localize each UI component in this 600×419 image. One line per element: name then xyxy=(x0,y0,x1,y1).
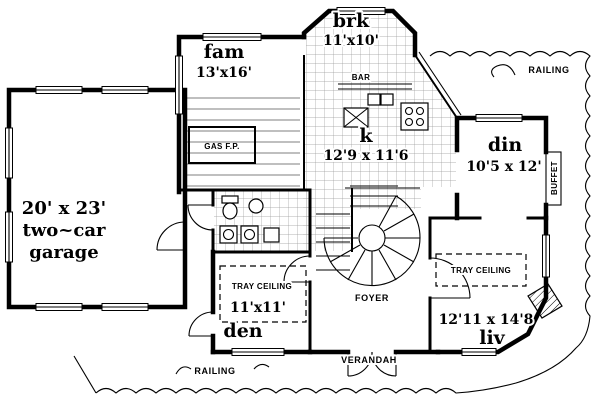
verandah-label: VERANDAH xyxy=(341,355,397,365)
window xyxy=(5,211,13,263)
burner-icon xyxy=(404,117,414,127)
brk-floor xyxy=(306,11,414,55)
stove xyxy=(400,102,429,131)
railing-top-label: RAILING xyxy=(528,65,569,75)
front-door-right-swing xyxy=(371,351,397,377)
kitchen-island xyxy=(343,107,369,128)
burner-icon xyxy=(415,117,425,127)
angled-window-wall-inner xyxy=(418,51,462,116)
room-dims-liv: 12'11 x 14'8 xyxy=(439,312,534,328)
window xyxy=(101,303,149,311)
liv-corner-fireplace xyxy=(527,283,563,319)
room-label-brk: brk xyxy=(333,10,370,32)
angled-window-wall xyxy=(414,54,458,119)
window xyxy=(175,55,183,115)
room-dims-den: 11'x11' xyxy=(230,300,286,316)
garage-door-swing xyxy=(156,221,186,251)
sink-basin-right xyxy=(380,93,394,106)
gas-fireplace xyxy=(188,126,256,164)
tray-ceiling-liv-label: TRAY CEILING xyxy=(451,266,511,275)
liv-arch-swing xyxy=(429,257,471,299)
den-verandah-door-swing xyxy=(188,311,214,337)
room-dims-fam: 13'x16' xyxy=(196,65,252,81)
washer-icon xyxy=(240,225,259,244)
fam-floor-lines xyxy=(183,97,300,187)
sink-basin-left xyxy=(367,93,381,106)
window xyxy=(202,33,262,41)
fam-walls xyxy=(176,34,307,195)
bar-label: BAR xyxy=(352,73,371,82)
bar-counter xyxy=(338,83,412,90)
window xyxy=(336,7,386,15)
buffet-label: BUFFET xyxy=(550,161,559,195)
room-dims-kitchen: 12'9 x 11'6 xyxy=(323,148,408,164)
room-label-din: din xyxy=(488,134,523,156)
burner-icon xyxy=(415,106,425,116)
window xyxy=(475,114,523,122)
window xyxy=(542,234,550,278)
tray-ceiling-den-label: TRAY CEILING xyxy=(232,282,292,291)
toilet-icon xyxy=(222,202,238,220)
front-door-left-swing xyxy=(347,351,373,377)
hall-door-swing xyxy=(187,204,214,231)
buffet-niche xyxy=(545,151,562,206)
window xyxy=(461,348,497,356)
foyer-label: FOYER xyxy=(355,293,389,303)
tray-ceilings xyxy=(219,253,527,323)
garage-walls xyxy=(6,87,188,310)
burner-icon xyxy=(404,106,414,116)
landing-floor xyxy=(353,187,421,209)
liv-tray-ceiling-outline xyxy=(435,253,527,287)
railing-bottom-label: RAILING xyxy=(194,366,235,376)
tiled-floors xyxy=(214,11,456,251)
dryer-icon xyxy=(219,225,238,244)
garage-label-line3: garage xyxy=(29,242,98,263)
window xyxy=(5,127,13,179)
room-dims-brk: 11'x10' xyxy=(323,33,379,49)
room-label-den: den xyxy=(223,320,262,342)
sink-icon xyxy=(248,198,264,214)
room-label-fam: fam xyxy=(204,41,245,63)
room-label-liv: liv xyxy=(479,327,505,349)
garage-label-line2: two~car xyxy=(22,220,106,241)
kitchen-floor xyxy=(303,55,456,187)
window xyxy=(101,86,149,94)
gas-fireplace-label: GAS F.P. xyxy=(204,142,240,151)
toilet-tank xyxy=(221,195,239,204)
railing-bottom-squiggle xyxy=(175,363,270,375)
railing-top-squiggle xyxy=(491,64,516,78)
windows xyxy=(5,7,550,356)
verandah-railing xyxy=(73,50,591,394)
stair-entry-steps xyxy=(350,185,398,207)
stair-straight-run xyxy=(316,213,350,271)
window xyxy=(35,303,83,311)
laundry-fixtures xyxy=(219,195,280,244)
curved-staircase xyxy=(316,185,421,287)
porch-step-line xyxy=(73,355,97,394)
laundry-tub xyxy=(263,227,280,243)
window xyxy=(35,86,83,94)
plan-labels: brk 11'x10' fam 13'x16' k 12'9 x 11'6 di… xyxy=(22,8,571,378)
room-dims-din: 10'5 x 12' xyxy=(466,159,541,175)
window xyxy=(231,348,285,356)
den-tray-ceiling-outline xyxy=(219,265,307,323)
din-walls xyxy=(454,115,549,221)
walls-interior xyxy=(177,55,548,354)
den-door-swing xyxy=(283,255,311,283)
liv-west-wall xyxy=(428,216,459,354)
room-label-kitchen: k xyxy=(359,125,373,147)
kitchen-fixtures xyxy=(338,83,429,131)
garage-size-label: 20' x 23' xyxy=(22,198,106,219)
